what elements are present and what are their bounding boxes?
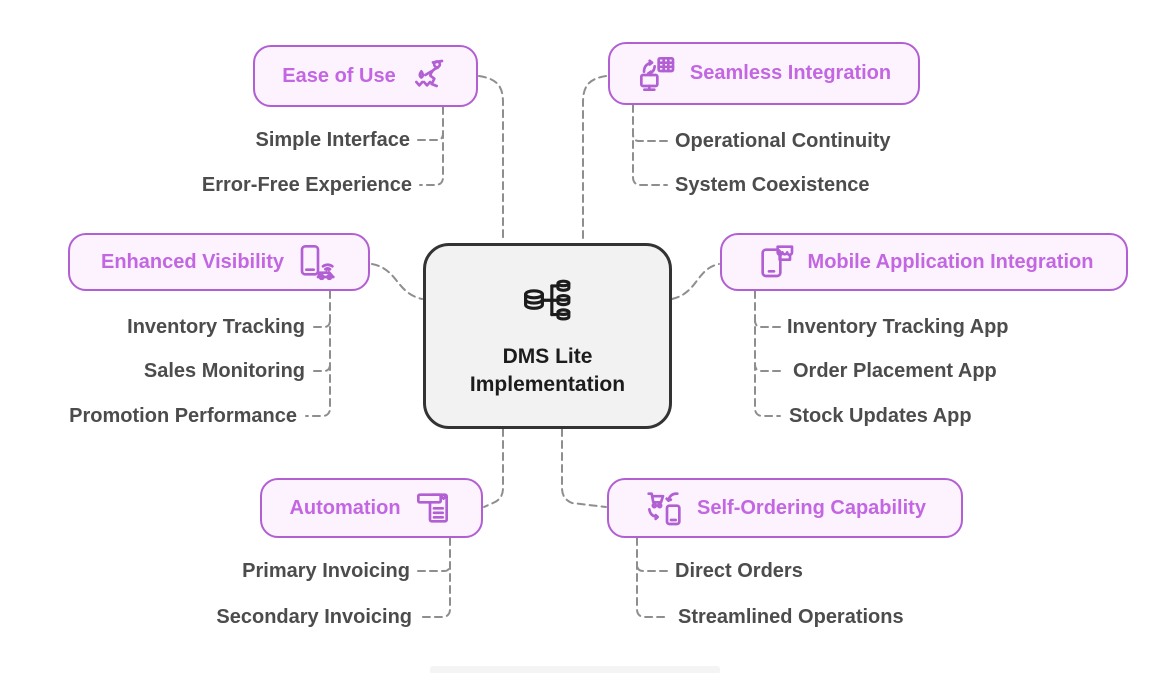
leaf-promotion-performance: Promotion Performance [69,405,297,427]
leaf-secondary-invoicing: Secondary Invoicing [216,606,412,628]
connector-visibility-stub2 [313,363,331,372]
connector-visibility-central [371,263,423,300]
central-title-line1: DMS Lite [502,345,593,369]
branch-node-enhanced-visibility: Enhanced Visibility [68,233,370,291]
connector-automation-main [419,537,451,618]
branch-label: Self-Ordering Capability [697,496,926,519]
leaf-order-placement-app: Order Placement App [793,360,997,382]
leaf-sales-monitoring: Sales Monitoring [143,360,305,382]
leaf-stock-updates-app: Stock Updates App [789,405,972,427]
central-title: DMS Lite Implementation [470,343,625,398]
central-node: DMS Lite Implementation [423,243,672,429]
branch-label: Automation [289,496,401,519]
invoice-document-icon [414,488,454,528]
leaf-error-free-experience: Error-Free Experience [201,174,412,196]
mobile-store-icon [755,242,795,282]
connector-seamless-main [632,104,668,186]
central-title-line2: Implementation [469,372,626,396]
connector-ease-of-use-stub1 [417,132,444,141]
leaf-streamlined-operations: Streamlined Operations [678,606,904,628]
branch-node-seamless-integration: Seamless Integration [608,42,920,105]
connector-seamless-stub1 [632,133,668,142]
connector-visibility-stub1 [313,319,331,328]
connector-selfordering-main [636,537,668,618]
branch-node-automation: Automation [260,478,483,538]
leaf-simple-interface: Simple Interface [255,129,410,151]
connector-selfordering-central [561,428,607,508]
connector-ease-of-use-central [478,75,504,243]
leaf-system-coexistence: System Coexistence [675,174,870,196]
connector-seamless-central [582,75,607,243]
connector-ease-of-use-main [419,106,444,186]
connector-selfordering-stub1 [636,563,668,572]
branch-node-ease-of-use: Ease of Use [253,45,478,107]
connected-vehicle-icon [297,242,337,282]
connector-automation-central [483,428,504,508]
watering-person-icon [409,56,449,96]
system-sync-icon [637,54,677,94]
leaf-operational-continuity: Operational Continuity [675,130,891,152]
connector-mobile-stub2 [754,363,781,372]
leaf-inventory-tracking: Inventory Tracking [127,316,305,338]
branch-label: Seamless Integration [689,62,892,84]
branch-node-mobile-application-integration: Mobile Application Integration [720,233,1128,291]
leaf-primary-invoicing: Primary Invoicing [242,560,410,582]
branch-label: Ease of Use [282,64,396,87]
connector-mobile-stub1 [754,319,781,328]
connector-mobile-central [671,263,720,300]
connector-mobile-main [754,290,781,417]
connector-visibility-main [305,290,331,417]
branch-label: Enhanced Visibility [100,250,285,273]
connector-automation-stub1 [417,563,451,572]
branch-node-self-ordering-capability: Self-Ordering Capability [607,478,963,538]
leaf-inventory-tracking-app: Inventory Tracking App [787,316,1009,338]
cart-phone-sync-icon [644,488,684,528]
leaf-direct-orders: Direct Orders [675,560,803,582]
database-distribution-icon [519,274,577,335]
watermark-bar [430,666,720,673]
branch-label: Mobile Application Integration [807,250,1094,273]
